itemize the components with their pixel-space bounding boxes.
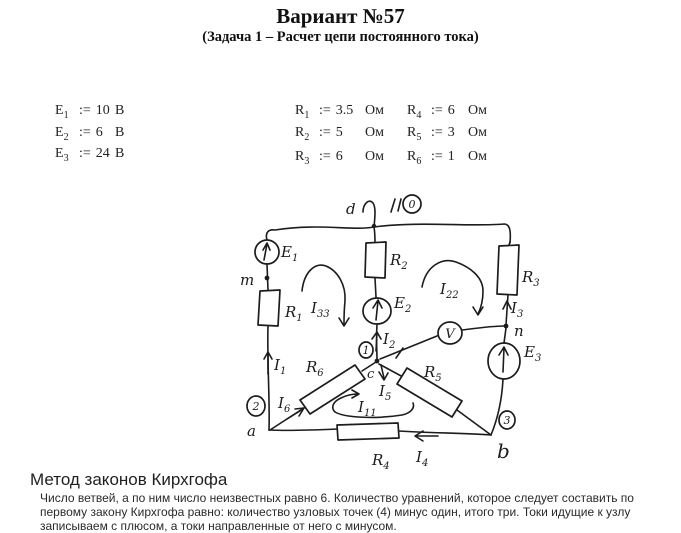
node-number-1-circle bbox=[358, 341, 374, 359]
resistor-r4-symbol bbox=[336, 422, 400, 441]
node-number-3: 3 bbox=[504, 414, 511, 427]
label-r1: R1 bbox=[284, 303, 303, 324]
resistor-symbols bbox=[257, 241, 520, 441]
section-heading: Метод законов Кирхгофа bbox=[30, 470, 228, 489]
symbol-r1: R1 bbox=[295, 103, 310, 121]
label-e3: E3 bbox=[523, 343, 541, 364]
symbol-e2: E2 bbox=[55, 125, 69, 143]
paragraph-line-1: Число ветвей, а по ним число неизвестных… bbox=[40, 491, 634, 505]
paragraph-line-3: записываем с плюсом, а токи направленные… bbox=[40, 519, 397, 533]
label-i2: I2 bbox=[382, 330, 395, 351]
resistor-r1-symbol bbox=[257, 289, 281, 327]
wire-tick bbox=[395, 347, 404, 359]
label-e2: E2 bbox=[393, 294, 411, 315]
current-arrow-i1 bbox=[263, 351, 273, 375]
loop-arrow-i33 bbox=[301, 264, 350, 327]
loop-arrow-i22 bbox=[421, 259, 484, 316]
current-arrow-i5 bbox=[378, 364, 389, 381]
circuit-labels: d m a b c n V E1 E2 E3 R1 R2 R3 R4 R5 R6… bbox=[240, 200, 541, 472]
tally-mark-2 bbox=[397, 198, 402, 212]
label-r4: R4 bbox=[371, 451, 390, 472]
symbol-r5: R5 bbox=[407, 125, 422, 143]
node-n-dot bbox=[503, 323, 509, 329]
loop-arrow-i11 bbox=[332, 389, 415, 419]
paragraph-line-2: первому закону Кирхгофа равно: количеств… bbox=[40, 505, 631, 519]
label-r3: R3 bbox=[521, 268, 540, 289]
resistor-r3-symbol bbox=[496, 244, 520, 296]
node-number-0: 0 bbox=[409, 198, 416, 211]
node-label-a: a bbox=[247, 422, 256, 440]
node-label-m: m bbox=[240, 271, 254, 289]
label-i5: I5 bbox=[378, 382, 391, 403]
node-d-dot bbox=[371, 223, 377, 229]
node-m-dot bbox=[264, 275, 270, 281]
label-i6: I6 bbox=[277, 394, 291, 415]
symbol-e3: E3 bbox=[55, 146, 69, 164]
symbol-r2: R2 bbox=[295, 125, 310, 143]
source-symbols bbox=[254, 239, 521, 380]
loop-arrows bbox=[301, 259, 484, 419]
emf-source-e1-icon bbox=[254, 239, 280, 265]
symbol-r4: R4 bbox=[407, 103, 422, 121]
node-number-0-circle bbox=[402, 194, 422, 214]
label-i22: I22 bbox=[439, 280, 459, 301]
label-i33: I33 bbox=[310, 299, 330, 320]
node-label-b: b bbox=[497, 439, 510, 463]
resistor-r5-symbol bbox=[396, 367, 463, 418]
label-r2: R2 bbox=[389, 251, 408, 272]
symbol-r3: R3 bbox=[295, 149, 310, 167]
label-r6: R6 bbox=[305, 358, 324, 379]
page-subtitle: (Задача 1 – Расчет цепи постоянного тока… bbox=[202, 29, 479, 45]
symbol-e1: E1 bbox=[55, 103, 69, 121]
resistor-r6-symbol bbox=[299, 364, 366, 415]
junction-dots bbox=[264, 223, 509, 364]
current-arrow-i3 bbox=[502, 300, 512, 310]
voltmeter-icon bbox=[437, 321, 463, 345]
label-i4: I4 bbox=[415, 448, 428, 469]
node-label-d: d bbox=[346, 200, 356, 218]
resistor-r2-symbol bbox=[364, 241, 387, 279]
node-number-2: 2 bbox=[252, 400, 260, 413]
node-number-3-circle bbox=[498, 410, 516, 430]
label-i3: I3 bbox=[510, 299, 523, 320]
node-number-1: 1 bbox=[363, 344, 370, 357]
label-r5: R5 bbox=[423, 363, 442, 384]
label-e1: E1 bbox=[280, 243, 298, 264]
label-i1: I1 bbox=[273, 356, 286, 377]
node-c-dot bbox=[374, 358, 380, 364]
page-title: Вариант №57 bbox=[276, 4, 405, 28]
node-number-2-circle bbox=[246, 395, 266, 417]
voltmeter-label: V bbox=[445, 327, 456, 342]
current-arrow-i2 bbox=[371, 331, 382, 352]
current-arrow-i4 bbox=[414, 430, 439, 442]
current-arrow-i6 bbox=[286, 407, 305, 420]
label-i11: I11 bbox=[357, 398, 377, 419]
current-arrows bbox=[263, 300, 512, 442]
tally-mark-1 bbox=[390, 198, 396, 213]
node-label-c: c bbox=[367, 367, 375, 382]
symbol-r6: R6 bbox=[407, 149, 422, 167]
node-label-n: n bbox=[514, 322, 524, 340]
node-number-badges: 0 1 2 3 bbox=[246, 194, 516, 430]
